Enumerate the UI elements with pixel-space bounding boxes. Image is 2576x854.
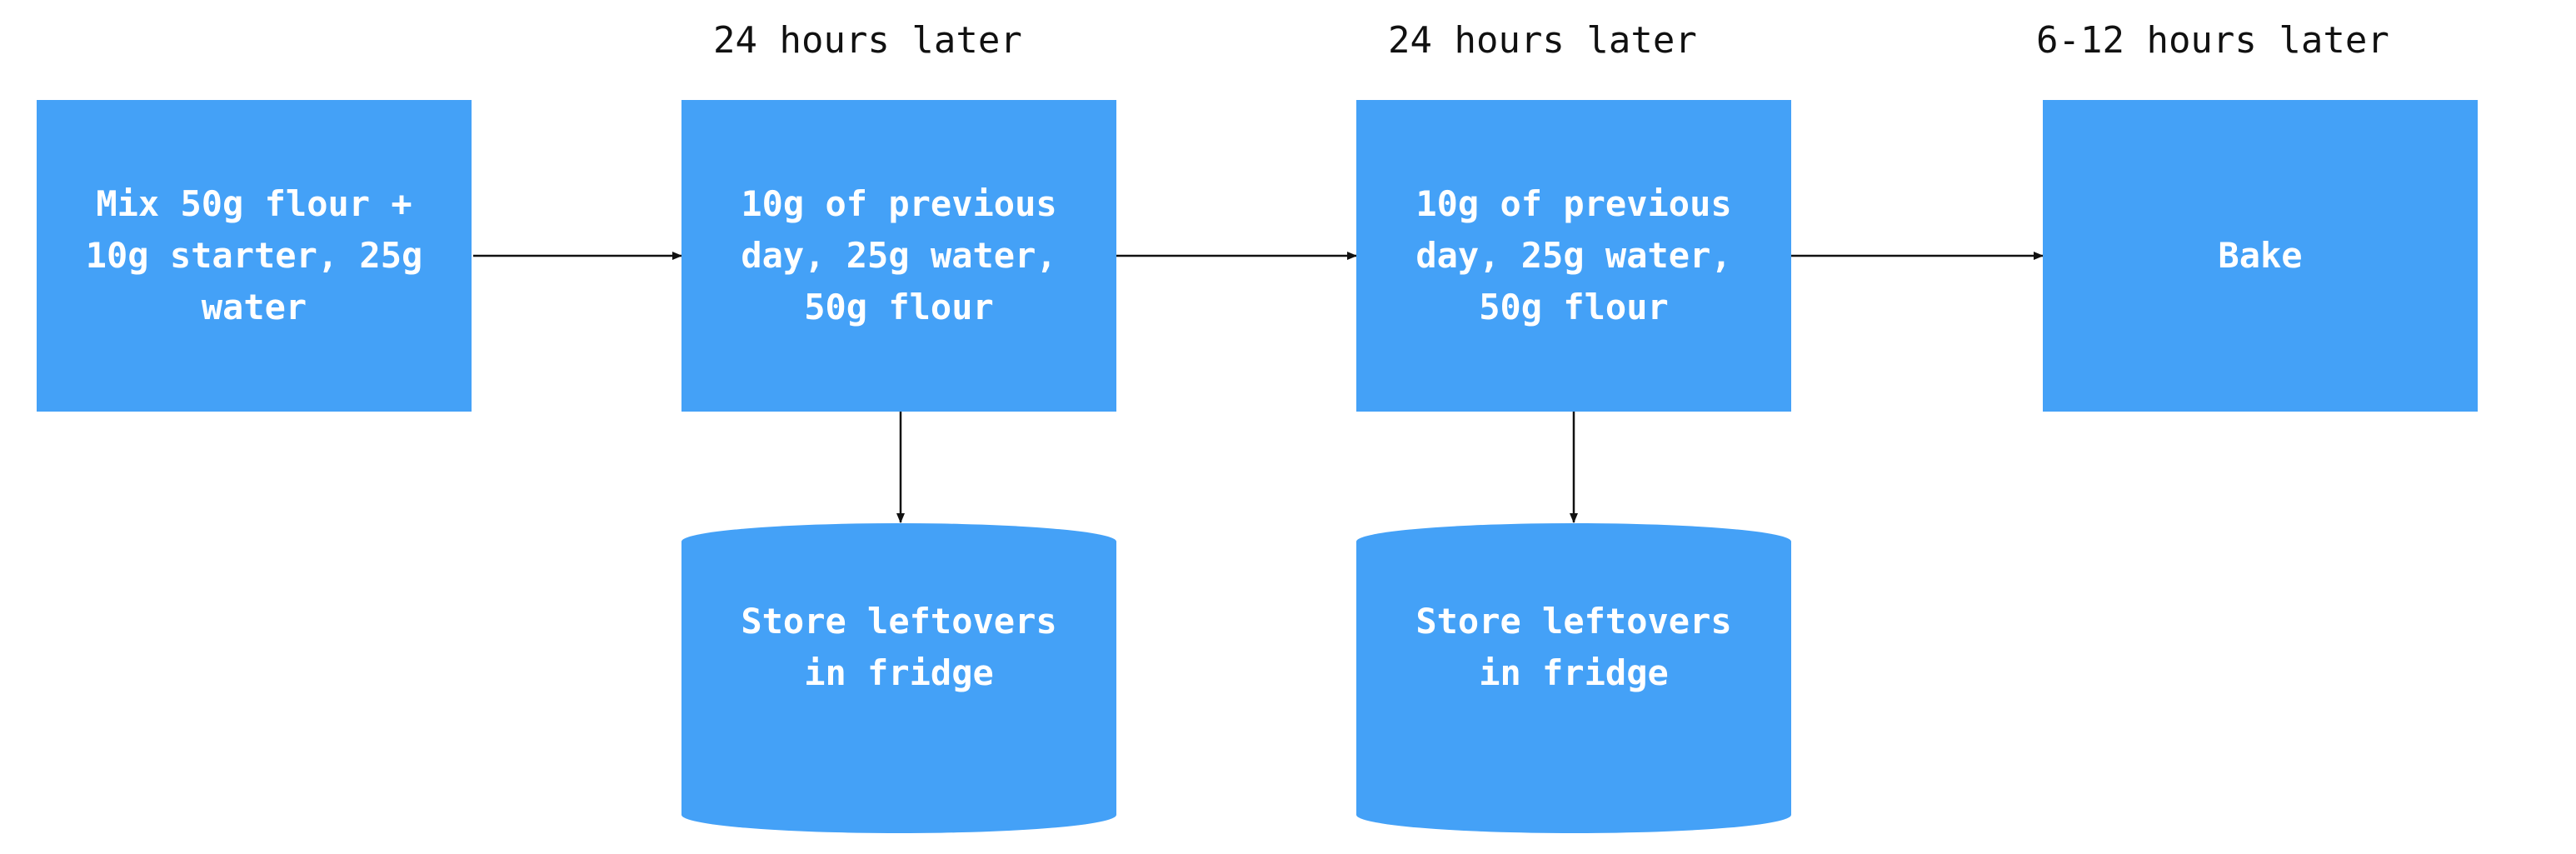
store-cylinder-1 (681, 523, 1116, 833)
time-label-2: 24 hours later (1388, 19, 1697, 62)
step-box-bake: Bake (2043, 100, 2478, 412)
store-cylinder-2 (1356, 523, 1791, 833)
step-box-mix: Mix 50g flour + 10g starter, 25g water (37, 100, 472, 412)
step-box-feed-day-2: 10g of previous day, 25g water, 50g flou… (1356, 100, 1791, 412)
step-box-feed-day-1: 10g of previous day, 25g water, 50g flou… (681, 100, 1116, 412)
time-label-3: 6-12 hours later (2036, 19, 2389, 62)
store-label-2: Store leftovers in fridge (1415, 601, 1732, 693)
time-label-1: 24 hours later (713, 19, 1022, 62)
store-label-1: Store leftovers in fridge (741, 601, 1057, 693)
